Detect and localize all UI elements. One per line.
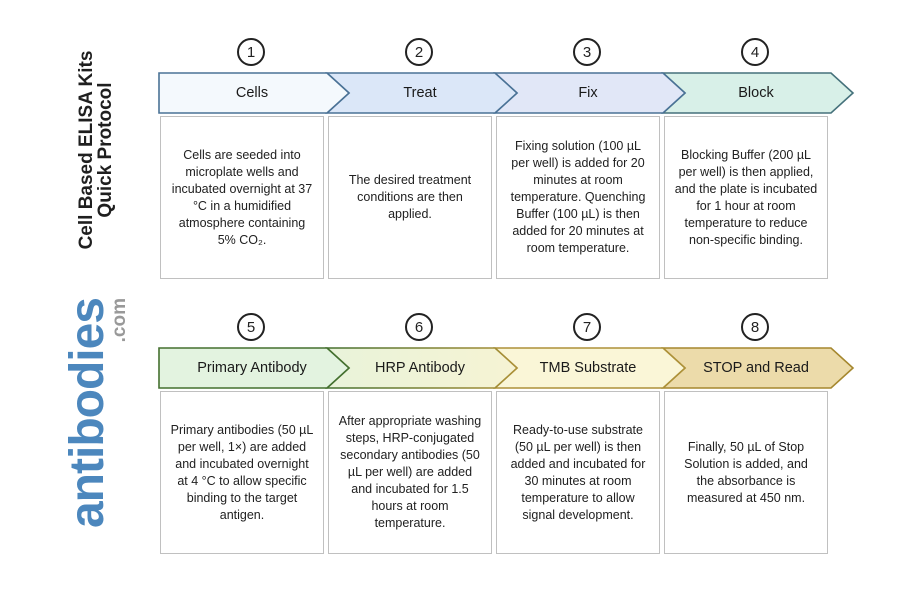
arrow-band: Primary Antibody HRP Antibody TMB Substr…: [158, 347, 855, 389]
step-description: Cells are seeded into microplate wells a…: [171, 147, 313, 247]
step-arrow-label: Primary Antibody: [197, 360, 307, 376]
step-number-badge: 7: [573, 313, 601, 341]
step-number-badge: 6: [405, 313, 433, 341]
step-number: 3: [582, 43, 592, 61]
step-description: Primary antibodies (50 µL per well, 1×) …: [170, 422, 314, 522]
step-description: The desired treatment conditions are the…: [348, 173, 472, 221]
step-number: 4: [750, 43, 760, 61]
step-description: Fixing solution (100 µL per well) is add…: [510, 139, 646, 255]
step-arrow-label: HRP Antibody: [374, 360, 465, 376]
protocol-row-1: 1 2 3 4 Cells Treat Fix Block Cells are …: [158, 38, 858, 279]
step-number-badge: 4: [741, 38, 769, 66]
step-description: Ready-to-use substrate (50 µL per well) …: [510, 422, 646, 522]
step-number: 6: [414, 318, 424, 336]
step-number: 8: [750, 318, 760, 336]
step-description: Finally, 50 µL of Stop Solution is added…: [684, 439, 808, 505]
step-description-box: After appropriate washing steps, HRP-con…: [328, 391, 492, 554]
step-description-box: Blocking Buffer (200 µL per well) is the…: [664, 116, 828, 279]
step-description-box: Ready-to-use substrate (50 µL per well) …: [496, 391, 660, 554]
step-number: 7: [582, 318, 592, 336]
step-arrow-primary-antibody: [158, 347, 351, 389]
step-arrow-label: Block: [738, 85, 774, 101]
page-title: Cell Based ELISA Kits Quick Protocol: [76, 50, 116, 250]
step-arrow-label: STOP and Read: [703, 360, 809, 376]
step-arrow-label: Cells: [235, 85, 269, 101]
chevron-arrows-svg: [158, 347, 855, 389]
step-number-badge: 5: [237, 313, 265, 341]
antibodies-logo: antibodies .com: [60, 297, 130, 529]
step-number: 1: [246, 43, 256, 61]
step-number-badge: 3: [573, 38, 601, 66]
step-number-badge: 2: [405, 38, 433, 66]
logo-wordmark: antibodies: [60, 297, 114, 529]
description-row: Cells are seeded into microplate wells a…: [158, 116, 858, 279]
step-number: 2: [414, 43, 424, 61]
step-description: After appropriate washing steps, HRP-con…: [338, 414, 482, 530]
protocol-row-2: 5 6 7 8: [158, 313, 858, 554]
step-number-row: 1 2 3 4: [158, 38, 858, 68]
step-arrow-label: Fix: [578, 85, 598, 101]
step-arrow-label: TMB Substrate: [539, 360, 637, 376]
chevron-arrows-svg: [158, 72, 855, 114]
protocol-flowchart: 1 2 3 4 Cells Treat Fix Block Cells are …: [158, 38, 858, 554]
arrow-labels: Primary Antibody HRP Antibody TMB Substr…: [158, 347, 855, 389]
step-description: Blocking Buffer (200 µL per well) is the…: [674, 147, 818, 247]
step-arrow-cells: [158, 72, 351, 114]
step-description-box: Fixing solution (100 µL per well) is add…: [496, 116, 660, 279]
step-description-box: The desired treatment conditions are the…: [328, 116, 492, 279]
step-number-badge: 8: [741, 313, 769, 341]
arrow-band: Cells Treat Fix Block: [158, 72, 855, 114]
description-row: Primary antibodies (50 µL per well, 1×) …: [158, 391, 858, 554]
arrow-labels: Cells Treat Fix Block: [158, 72, 855, 114]
step-description-box: Primary antibodies (50 µL per well, 1×) …: [160, 391, 324, 554]
step-number: 5: [246, 318, 256, 336]
step-number-row: 5 6 7 8: [158, 313, 858, 343]
step-arrow-label: Treat: [403, 85, 437, 101]
step-description-box: Finally, 50 µL of Stop Solution is added…: [664, 391, 828, 554]
step-number-badge: 1: [237, 38, 265, 66]
page-title-line1: Cell Based ELISA Kits: [76, 50, 97, 250]
page-title-line2: Quick Protocol: [95, 82, 116, 218]
step-description-box: Cells are seeded into microplate wells a…: [160, 116, 324, 279]
